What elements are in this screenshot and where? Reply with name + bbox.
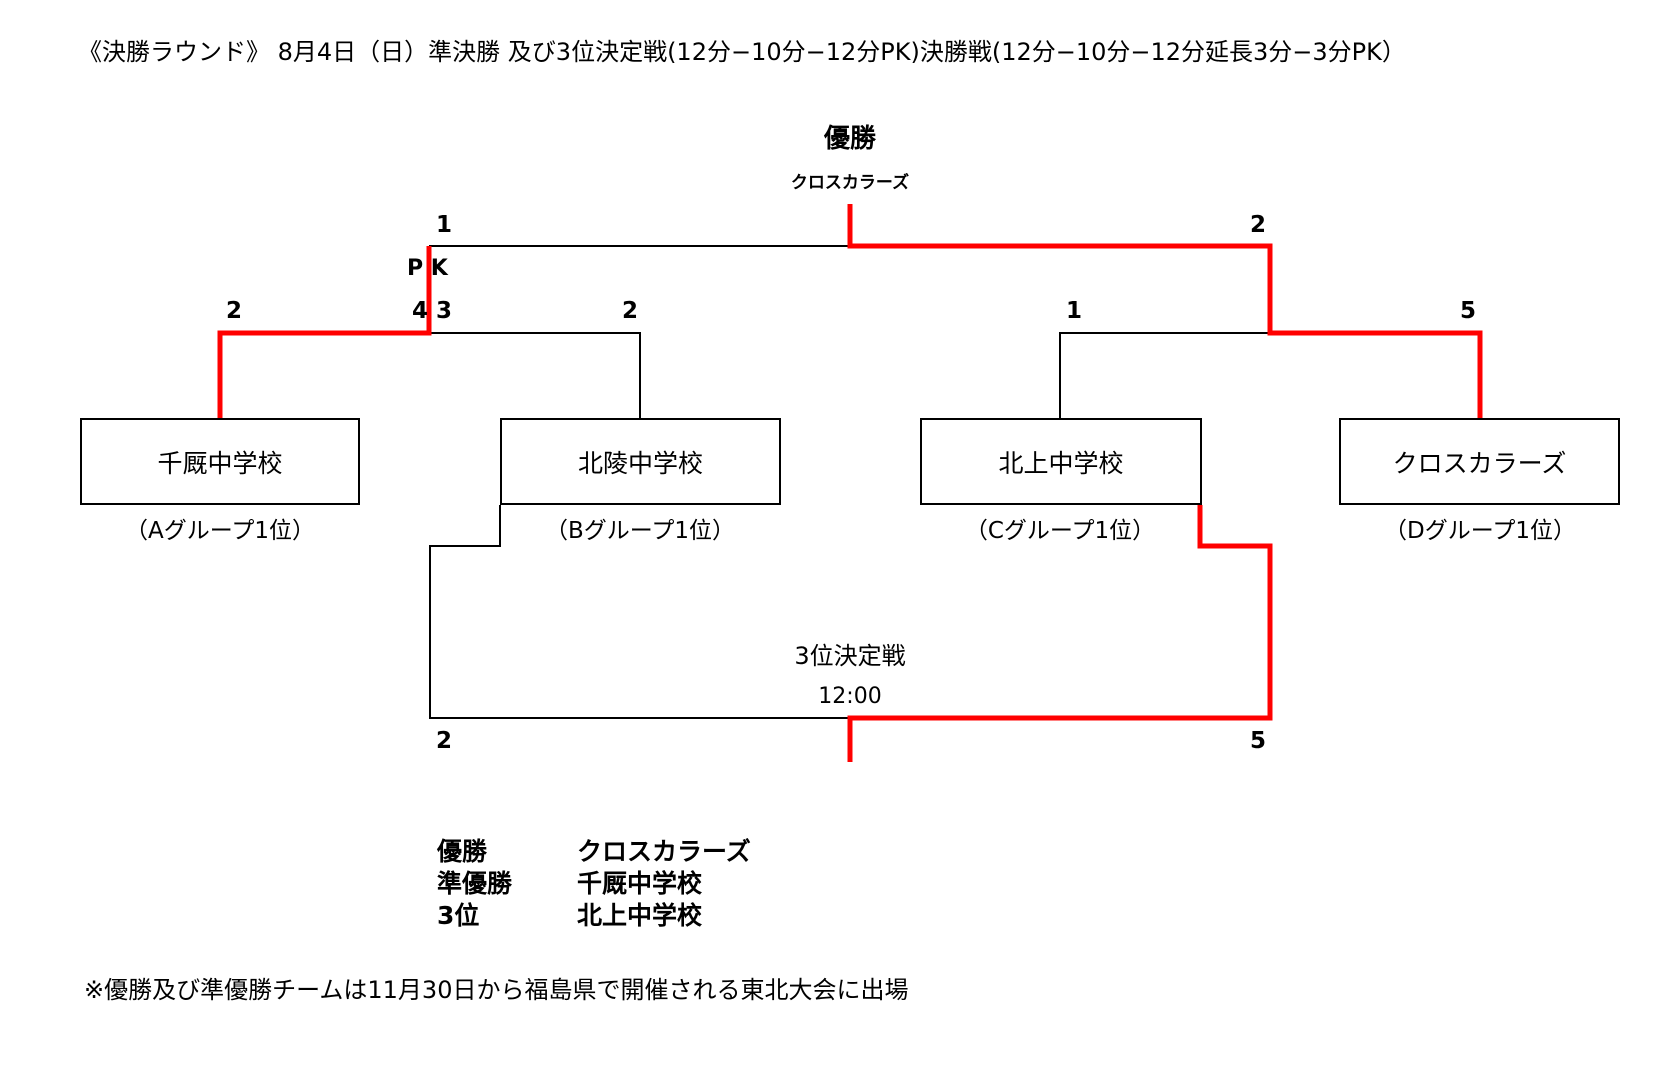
semi-right-line-left [1059,332,1270,418]
third-line-left [429,505,850,719]
team-box-3: 北上中学校 [920,418,1202,505]
team-box-1: 千厩中学校 [80,418,360,505]
result-team: 北上中学校 [577,901,703,930]
result-row-champion: 優勝 クロスカラーズ [437,836,751,868]
result-team: クロスカラーズ [577,837,751,866]
pk-label: P K [407,256,448,281]
footnote: ※優勝及び準優勝チームは11月30日から福島県で開催される東北大会に出場 [84,976,909,1004]
result-label: 3位 [437,901,480,930]
final-score-right: 2 [1250,212,1267,238]
semi-right-score-left: 1 [1066,298,1083,324]
result-row-third: 3位 北上中学校 [437,900,751,932]
team-box-4: クロスカラーズ [1339,418,1620,505]
semi-right-score-right: 5 [1460,298,1477,324]
third-place-title: 3位決定戦 [794,642,906,670]
third-score-left: 2 [436,728,453,754]
team-name: 北上中学校 [998,448,1124,478]
third-score-right: 5 [1250,728,1267,754]
result-label: 準優勝 [437,869,513,898]
team-group-4: （Dグループ1位） [1384,518,1576,544]
result-label: 優勝 [437,837,488,866]
result-row-runner-up: 準優勝 千厩中学校 [437,868,751,900]
third-winner-line [847,505,1273,762]
team-name: 北陵中学校 [577,448,703,478]
champion-title: 優勝 [823,124,877,154]
team-name: 千厩中学校 [157,448,283,478]
semi-left-line-right [429,332,641,418]
result-team: 千厩中学校 [577,869,703,898]
semi-left-score-right: 2 [622,298,639,324]
semi-left-pk-right: 3 [436,298,453,324]
team-name: クロスカラーズ [1392,448,1567,478]
results-summary: 優勝 クロスカラーズ 準優勝 千厩中学校 3位 北上中学校 [437,836,751,932]
team-box-2: 北陵中学校 [500,418,781,505]
team-group-1: （Aグループ1位） [125,518,315,544]
final-winner-line [847,204,1483,418]
third-place-time: 12:00 [818,684,882,709]
team-group-3: （Cグループ1位） [964,518,1156,544]
semi-left-pk-left: 4 [412,298,429,324]
page-header: 《決勝ラウンド》 8月4日（日）準決勝 及び3位決定戦(12分−10分−12分P… [78,38,1406,66]
team-group-2: （Bグループ1位） [544,518,736,544]
semi-left-winner-line [217,246,432,418]
final-score-left: 1 [436,212,453,238]
semi-left-score-left: 2 [226,298,243,324]
champion-name: クロスカラーズ [790,173,910,193]
